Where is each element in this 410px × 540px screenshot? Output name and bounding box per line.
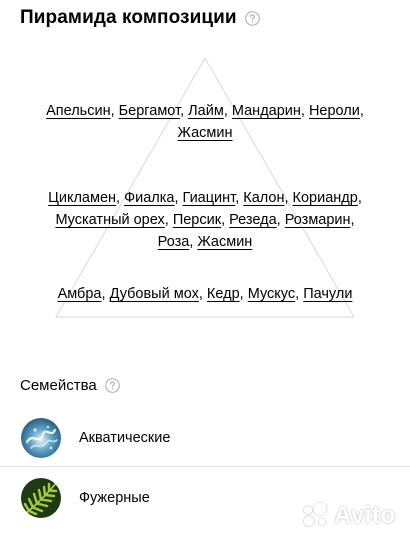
question-circle-icon[interactable] bbox=[104, 377, 120, 393]
middle-notes: Цикламен, Фиалка, Гиацинт, Калон, Кориан… bbox=[40, 187, 370, 253]
note-link[interactable]: Гиацинт bbox=[182, 190, 236, 206]
note-separator: , bbox=[174, 190, 183, 206]
note-separator: , bbox=[357, 190, 362, 206]
fragrance-pyramid: Апельсин, Бергамот, Лайм, Мандарин, Неро… bbox=[0, 40, 410, 330]
note-link[interactable]: Жасмин bbox=[197, 234, 253, 250]
families-title: Семейства bbox=[20, 376, 97, 394]
page-title: Пирамида композиции bbox=[20, 7, 237, 28]
fern-leaf-icon bbox=[21, 478, 61, 518]
note-link[interactable]: Мандарин bbox=[231, 103, 301, 119]
pyramid-header: Пирамида композиции bbox=[20, 6, 260, 30]
note-separator: , bbox=[359, 103, 364, 119]
pyramid-outline bbox=[55, 56, 355, 318]
note-separator: , bbox=[116, 190, 125, 206]
question-circle-icon[interactable] bbox=[244, 10, 260, 26]
families-header: Семейства bbox=[20, 374, 120, 396]
note-link[interactable]: Роза bbox=[157, 234, 190, 250]
avito-logo-icon bbox=[300, 500, 330, 533]
note-separator: , bbox=[221, 212, 230, 228]
avito-watermark: Avito bbox=[300, 496, 396, 536]
family-label: Фужерные bbox=[79, 490, 150, 506]
note-link[interactable]: Лайм bbox=[188, 103, 224, 119]
note-link[interactable]: Розмарин bbox=[284, 212, 351, 228]
note-link[interactable]: Дубовый мох bbox=[109, 286, 199, 302]
note-link[interactable]: Бергамот bbox=[118, 103, 181, 119]
note-link[interactable]: Фиалка bbox=[124, 190, 175, 206]
note-separator: , bbox=[276, 212, 285, 228]
water-splash-icon bbox=[21, 418, 61, 458]
note-link[interactable]: Резеда bbox=[229, 212, 277, 228]
note-separator: , bbox=[223, 103, 232, 119]
note-separator: , bbox=[164, 212, 173, 228]
note-link[interactable]: Пачули bbox=[303, 286, 353, 302]
note-link[interactable]: Персик bbox=[172, 212, 222, 228]
divider bbox=[0, 466, 410, 467]
note-link[interactable]: Жасмин bbox=[177, 125, 233, 141]
note-separator: , bbox=[350, 212, 355, 228]
top-notes: Апельсин, Бергамот, Лайм, Мандарин, Неро… bbox=[40, 100, 370, 144]
note-separator: , bbox=[101, 286, 110, 302]
watermark-text: Avito bbox=[334, 502, 396, 529]
family-item-fougere[interactable]: Фужерные bbox=[0, 470, 410, 526]
family-label: Акватические bbox=[79, 430, 171, 446]
note-link[interactable]: Апельсин bbox=[46, 103, 111, 119]
note-separator: , bbox=[284, 190, 293, 206]
note-link[interactable]: Калон bbox=[243, 190, 285, 206]
note-link[interactable]: Кориандр bbox=[292, 190, 358, 206]
family-item-aquatic[interactable]: Акватические bbox=[0, 410, 410, 466]
note-separator: , bbox=[239, 286, 248, 302]
note-link[interactable]: Амбра bbox=[57, 286, 102, 302]
note-separator: , bbox=[235, 190, 244, 206]
note-link[interactable]: Нероли bbox=[308, 103, 360, 119]
base-notes: Амбра, Дубовый мох, Кедр, Мускус, Пачули bbox=[40, 283, 370, 305]
note-link[interactable]: Мускатный орех bbox=[55, 212, 165, 228]
note-separator: , bbox=[180, 103, 189, 119]
note-link[interactable]: Мускус bbox=[247, 286, 296, 302]
note-link[interactable]: Кедр bbox=[206, 286, 240, 302]
note-separator: , bbox=[110, 103, 119, 119]
note-link[interactable]: Цикламен bbox=[48, 190, 117, 206]
note-separator: , bbox=[198, 286, 207, 302]
note-separator: , bbox=[295, 286, 304, 302]
note-separator: , bbox=[189, 234, 198, 250]
note-separator: , bbox=[300, 103, 309, 119]
